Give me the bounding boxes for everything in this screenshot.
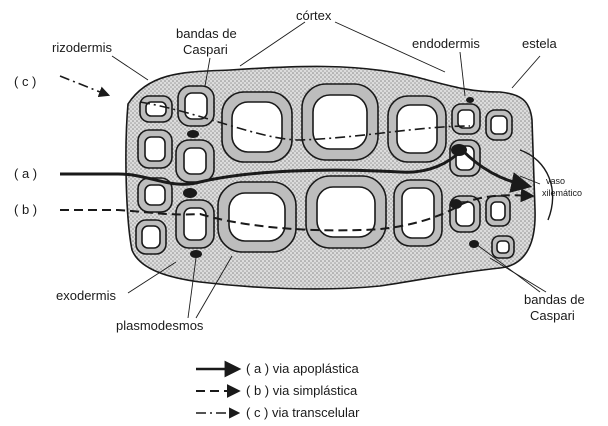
- legend-c: ( c ) via transcelular: [246, 405, 360, 420]
- tag-b: ( b ): [14, 202, 37, 217]
- label-vaso: vaso: [546, 176, 565, 186]
- label-caspari-top-2: Caspari: [183, 42, 228, 57]
- label-caspari-bottom-1: bandas de: [524, 292, 585, 307]
- label-plasmodesmos: plasmodesmos: [116, 318, 204, 333]
- legend-a: ( a ) via apoplástica: [246, 361, 359, 376]
- label-xilematico: xilemático: [542, 188, 582, 198]
- label-estela: estela: [522, 36, 557, 51]
- legend: ( a ) via apoplástica ( b ) via simplást…: [196, 361, 360, 420]
- tag-c: ( c ): [14, 74, 36, 89]
- label-rizodermis: rizodermis: [52, 40, 112, 55]
- label-caspari-bottom-2: Caspari: [530, 308, 575, 323]
- label-caspari-top-1: bandas de: [176, 26, 237, 41]
- tag-a: ( a ): [14, 166, 37, 181]
- legend-b: ( b ) via simplástica: [246, 383, 358, 398]
- label-cortex: córtex: [296, 8, 332, 23]
- label-endodermis: endodermis: [412, 36, 480, 51]
- label-exodermis: exodermis: [56, 288, 116, 303]
